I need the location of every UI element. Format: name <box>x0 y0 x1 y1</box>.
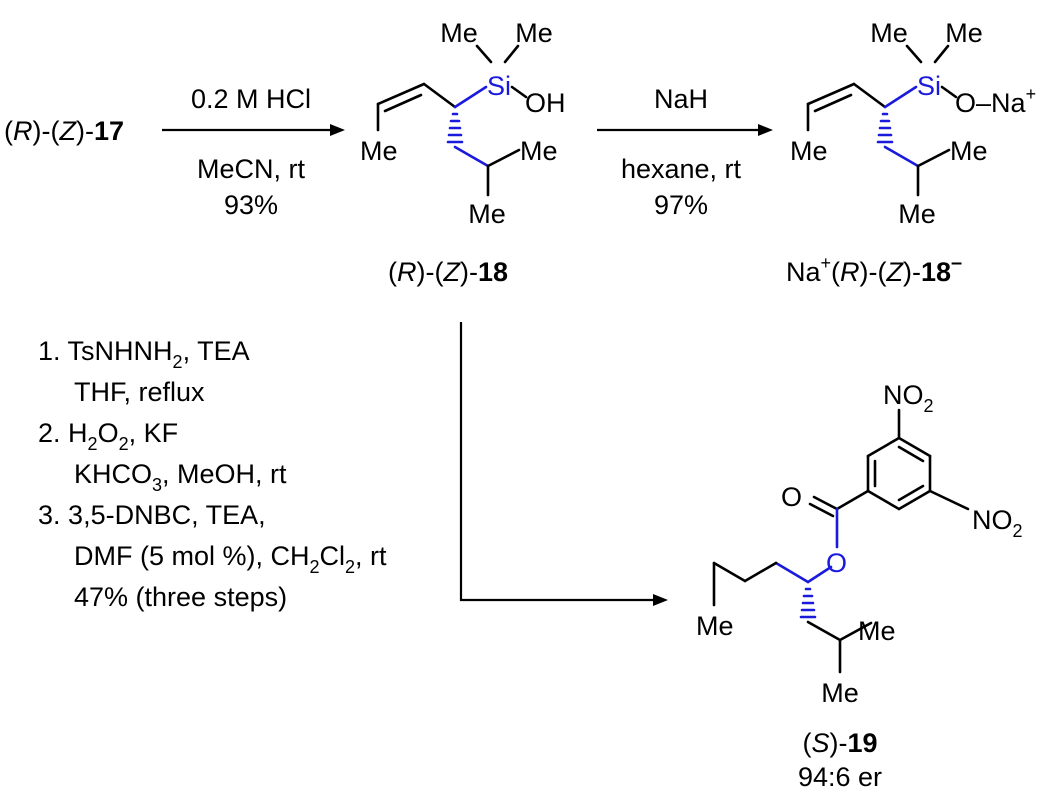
compound-19-label: (S)-19 <box>802 728 877 758</box>
step1-reagent: 0.2 M HCl <box>191 84 311 114</box>
step2-yield: 97% <box>654 190 708 220</box>
c19-no2-right: NO2 <box>972 505 1023 541</box>
start-material-label: (R)-(Z)-17 <box>4 116 124 146</box>
reaction-arrow-3 <box>459 322 668 606</box>
salt-me-top-left: Me <box>870 18 908 48</box>
c19-carbonyl-o: O <box>781 482 802 512</box>
step2-conditions: hexane, rt <box>621 154 742 184</box>
step3-line2: THF, reflux <box>74 377 205 407</box>
hashed-wedge <box>446 112 464 144</box>
sodium-silanolate-structure <box>806 44 958 197</box>
sodium-salt-label: Na+(R)-(Z)-18– <box>786 252 962 287</box>
hashed-wedge <box>799 587 817 619</box>
compound-19-er: 94:6 er <box>798 762 882 792</box>
step2-reagent: NaH <box>654 84 708 114</box>
c18-me-isopropyl-1: Me <box>520 136 558 166</box>
c19-no2-top: NO2 <box>883 380 934 416</box>
salt-me-top-right: Me <box>945 18 983 48</box>
compound-19-structure <box>712 408 970 674</box>
c19-me-isopropyl-1: Me <box>858 616 896 646</box>
c18-me-alkene: Me <box>360 136 398 166</box>
c18-si-atom: Si <box>487 71 511 101</box>
step3-conditions: 1. TsNHNH2, TEA THF, reflux 2. H2O2, KF … <box>38 336 387 612</box>
step3-line4: KHCO3, MeOH, rt <box>74 459 287 495</box>
step1-yield: 93% <box>224 190 278 220</box>
c18-me-isopropyl-2: Me <box>468 199 506 229</box>
salt-me-alkene: Me <box>790 136 828 166</box>
step1-conditions: MeCN, rt <box>197 154 305 184</box>
hashed-wedge <box>876 112 894 144</box>
salt-me-isopropyl-1: Me <box>950 136 988 166</box>
reaction-arrow-2 <box>597 124 773 136</box>
salt-o-na-group: O–Na+ <box>955 84 1036 118</box>
salt-me-isopropyl-2: Me <box>898 199 936 229</box>
step3-line7: 47% (three steps) <box>74 582 287 612</box>
c19-ester-o: O <box>826 548 847 578</box>
salt-si-atom: Si <box>917 71 941 101</box>
c18-me-top-right: Me <box>515 18 553 48</box>
reaction-arrow-1 <box>162 124 345 136</box>
step3-line5: 3. 3,5-DNBC, TEA, <box>38 500 266 530</box>
c18-oh-group: OH <box>525 88 566 118</box>
step3-line6: DMF (5 mol %), CH2Cl2, rt <box>74 541 387 577</box>
compound-18-structure <box>376 44 528 197</box>
c18-me-top-left: Me <box>440 18 478 48</box>
c19-me-propyl: Me <box>696 611 734 641</box>
step3-line1: 1. TsNHNH2, TEA <box>38 336 250 372</box>
c19-me-isopropyl-2: Me <box>821 678 859 708</box>
step3-line3: 2. H2O2, KF <box>38 418 178 454</box>
compound-18-label: (R)-(Z)-18 <box>388 257 508 287</box>
